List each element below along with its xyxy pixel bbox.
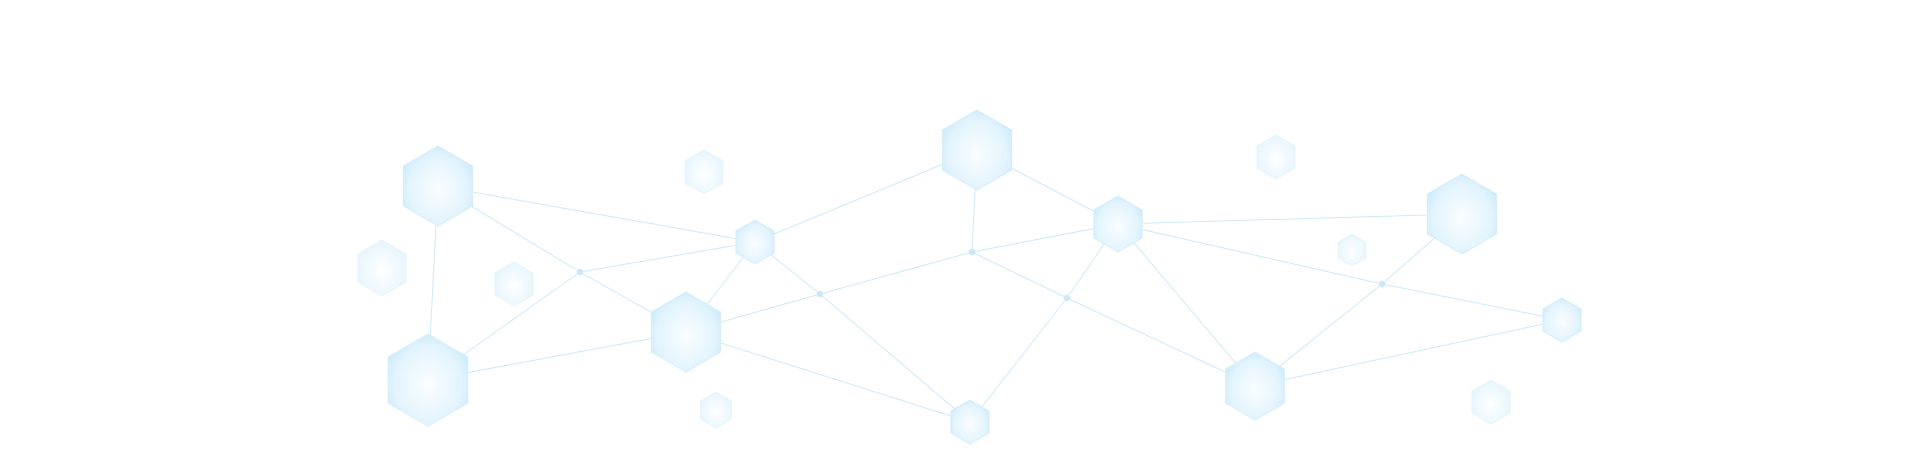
network-junction-dot <box>968 248 976 256</box>
network-junction-dot <box>1378 280 1386 288</box>
network-edge <box>437 185 756 243</box>
network-edge <box>1381 283 1563 321</box>
hexagon-node-icon <box>1471 379 1511 425</box>
network-edge <box>427 331 687 381</box>
network-hexagons <box>357 109 1582 445</box>
network-edge <box>969 297 1068 423</box>
network-junctions <box>576 248 1386 302</box>
hexagon-node-icon <box>699 391 733 429</box>
hexagon-node-icon <box>357 239 407 297</box>
hexagon-node-icon <box>1337 233 1367 267</box>
hexagon-node-icon <box>1225 351 1285 421</box>
network-junction-dot <box>1063 294 1071 302</box>
hexagon-node-icon <box>402 145 474 227</box>
network-junction-dot <box>816 290 824 298</box>
hexagon-node-icon <box>950 399 990 445</box>
network-edge <box>971 251 1068 299</box>
hexagon-node-icon <box>650 291 722 373</box>
network-edge <box>819 293 971 423</box>
network-edge <box>1254 319 1563 387</box>
hexagon-node-icon <box>1093 195 1143 253</box>
hexagon-node-icon <box>684 149 724 195</box>
hexagon-node-icon <box>1542 297 1582 343</box>
hexagon-node-icon <box>494 261 534 307</box>
network-edge <box>685 331 971 423</box>
hexagon-node-icon <box>1426 173 1498 255</box>
network-edge <box>579 241 756 273</box>
network-junction-dot <box>576 268 584 276</box>
hexagon-node-icon <box>735 219 775 265</box>
network-edge <box>819 251 973 295</box>
network-edge <box>1066 297 1256 387</box>
network-edge <box>1117 213 1463 225</box>
hexagon-node-icon <box>941 109 1013 191</box>
hexagon-node-icon <box>387 333 469 427</box>
network-edge <box>1117 223 1383 285</box>
network-edge <box>754 149 978 243</box>
network-edges <box>427 149 1563 423</box>
hexagon-node-icon <box>1256 134 1296 180</box>
network-edge <box>1117 223 1256 387</box>
